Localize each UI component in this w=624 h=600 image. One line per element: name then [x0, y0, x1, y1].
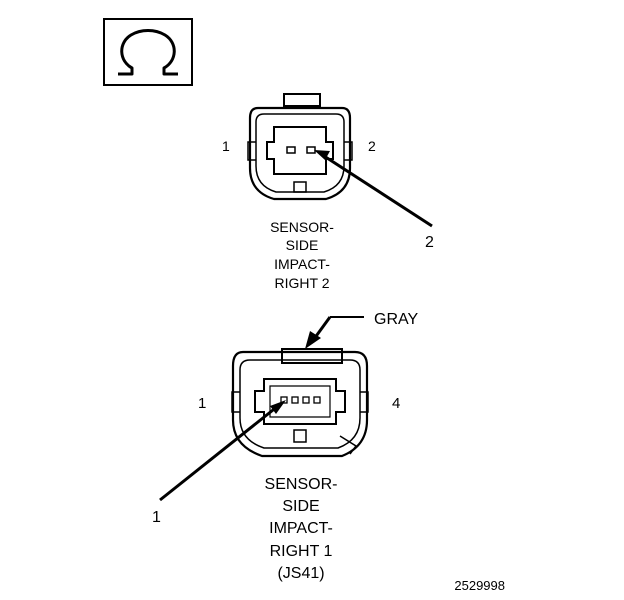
- title-line: SIDE: [286, 237, 319, 253]
- pin-label-right: 4: [392, 395, 400, 412]
- title-line: RIGHT 1: [270, 543, 333, 560]
- callout-arrowhead-icon: [314, 150, 330, 160]
- pin-label-left: 1: [222, 138, 230, 154]
- pin-label-right: 2: [368, 138, 376, 154]
- pin-1-terminal: [280, 396, 288, 404]
- connector-right-1: [231, 348, 369, 458]
- pin-1-terminal: [286, 146, 296, 154]
- callout-leader-line: [323, 154, 433, 228]
- pin-2-terminal: [306, 146, 316, 154]
- ohm-symbol-icon: [118, 29, 178, 76]
- color-arrowhead-icon: [305, 331, 321, 349]
- title-line: IMPACT-: [274, 256, 330, 272]
- title-line: IMPACT-: [269, 520, 333, 537]
- pin-label-left: 1: [198, 395, 206, 412]
- pin-4-terminal: [313, 396, 321, 404]
- wire-color-label: GRAY: [374, 311, 418, 328]
- ohm-symbol-box: [103, 18, 193, 86]
- callout-label: 1: [152, 509, 161, 526]
- title-line: (JS41): [277, 565, 324, 582]
- callout-arrowhead-icon: [270, 400, 286, 414]
- title-line: SENSOR-: [265, 476, 338, 493]
- pin-2-terminal: [291, 396, 299, 404]
- connector-title: SENSOR- SIDE IMPACT- RIGHT 2: [270, 219, 334, 291]
- figure-number: 2529998: [454, 578, 505, 593]
- callout-label: 2: [425, 234, 434, 251]
- title-line: SIDE: [282, 498, 319, 515]
- title-line: RIGHT 2: [275, 275, 330, 291]
- callout-leader-line: [159, 404, 279, 502]
- title-line: SENSOR-: [270, 219, 334, 235]
- connector-title: SENSOR- SIDE IMPACT- RIGHT 1 (JS41): [265, 476, 338, 582]
- pin-3-terminal: [302, 396, 310, 404]
- connector-right-2: [247, 93, 353, 201]
